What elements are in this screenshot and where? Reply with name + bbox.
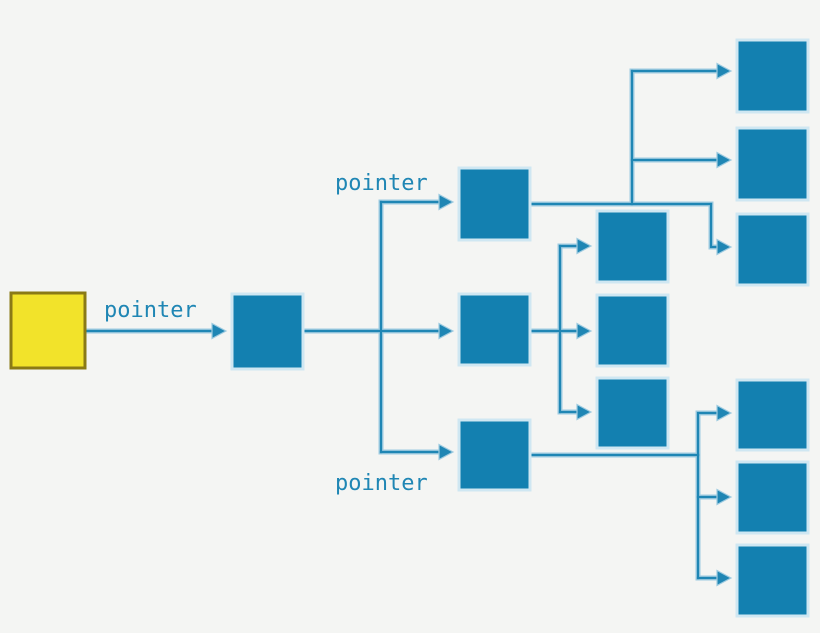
node-leaf-1[interactable] [735,38,810,114]
node-level1[interactable] [230,292,305,371]
edge-root-to-level1-arrowhead-icon [211,322,228,340]
node-leaf-3[interactable] [735,212,810,287]
node-level2-mid[interactable] [457,292,532,367]
edge-to-leaf-4-arrowhead-icon [716,404,733,422]
edge-to-leaf-6-arrowhead-icon [716,569,733,587]
edge-to-level2-mid-arrowhead-icon [438,322,455,340]
edge-to-leaf-2-arrowhead-icon [716,151,733,169]
edge-to-level3-a-arrowhead-icon [576,237,593,255]
node-leaf-2[interactable] [735,126,810,202]
label-pointer-root: pointer [104,298,197,323]
edge-to-leaf-1-arrowhead-icon [716,62,733,80]
label-pointer-bottom: pointer [335,471,428,496]
node-leaf-4[interactable] [735,378,810,452]
edge-to-level2-top-arrowhead-icon [438,193,455,211]
label-pointer-top: pointer [335,171,428,196]
node-leaf-5[interactable] [735,460,810,535]
node-root[interactable] [9,291,87,370]
edge-layer [83,62,733,587]
edge-to-level3-c-arrowhead-icon [576,403,593,421]
node-level2-top[interactable] [457,166,532,242]
node-level2-bot[interactable] [457,418,532,492]
node-level3-c[interactable] [595,376,670,450]
edge-to-leaf-3-arrowhead-icon [716,238,733,256]
node-leaf-6[interactable] [735,543,810,618]
edge-to-leaf-5-arrowhead-icon [716,488,733,506]
edge-to-leaf-4 [696,411,722,457]
node-level3-a[interactable] [595,209,670,284]
node-layer [9,38,810,618]
node-level3-b[interactable] [595,293,670,368]
label-layer: pointer pointer pointer [104,171,428,496]
edge-to-level3-b-arrowhead-icon [576,322,593,340]
edge-to-level2-bot-arrowhead-icon [438,443,455,461]
